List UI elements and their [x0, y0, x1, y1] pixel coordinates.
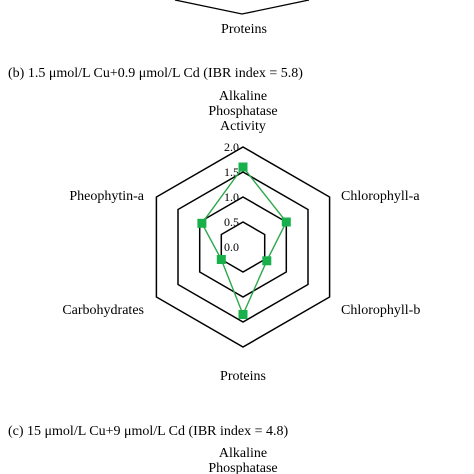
top-fragment-outline: [174, 0, 310, 15]
chart-c-title: (c) 15 μmol/L Cu+9 μmol/L Cd (IBR index …: [8, 424, 289, 439]
grid-ring: [177, 171, 309, 323]
data-point: [216, 255, 226, 264]
chart-c-axis-top-label: Alkaline Phosphatase: [208, 446, 277, 474]
chart-b-axis-label-line: Alkaline: [218, 89, 268, 104]
data-point: [197, 218, 207, 228]
chart-b-axis-top-label: Alkaline Phosphatase Activity: [208, 89, 277, 134]
tick-label: 0.0: [224, 240, 239, 254]
chart-b-axis-label-lower-right: Chlorophyll-b: [341, 303, 421, 318]
chart-b-axis-label-line: Phosphatase: [208, 104, 278, 119]
chart-b-title: (b) 1.5 μmol/L Cu+0.9 μmol/L Cd (IBR ind…: [8, 66, 303, 81]
data-point: [262, 256, 272, 266]
data-point: [281, 217, 291, 227]
chart-b-axis-label-upper-left: Pheophytin-a: [69, 189, 144, 204]
tick-label: 1.0: [224, 190, 239, 204]
chart-b-axis-label-lower-left: Carbohydrates: [62, 303, 144, 318]
top-fragment-bottom-label: Proteins: [221, 22, 267, 37]
chart-b-axis-label-bottom: Proteins: [220, 369, 266, 384]
chart-c-axis-label-line: Phosphatase: [208, 461, 278, 474]
tick-label: 1.5: [224, 165, 239, 179]
chart-b-axis-label-line: Activity: [220, 119, 266, 134]
chart-b-axis-label-upper-right: Chlorophyll-a: [341, 189, 420, 204]
data-point: [238, 310, 248, 319]
grid-ring: [155, 146, 331, 348]
data-point: [238, 162, 248, 172]
chart-c-axis-label-line: Alkaline: [218, 446, 268, 461]
grid-ring: [220, 221, 266, 273]
tick-label: 0.5: [224, 215, 239, 229]
tick-label: 2.0: [224, 140, 239, 154]
